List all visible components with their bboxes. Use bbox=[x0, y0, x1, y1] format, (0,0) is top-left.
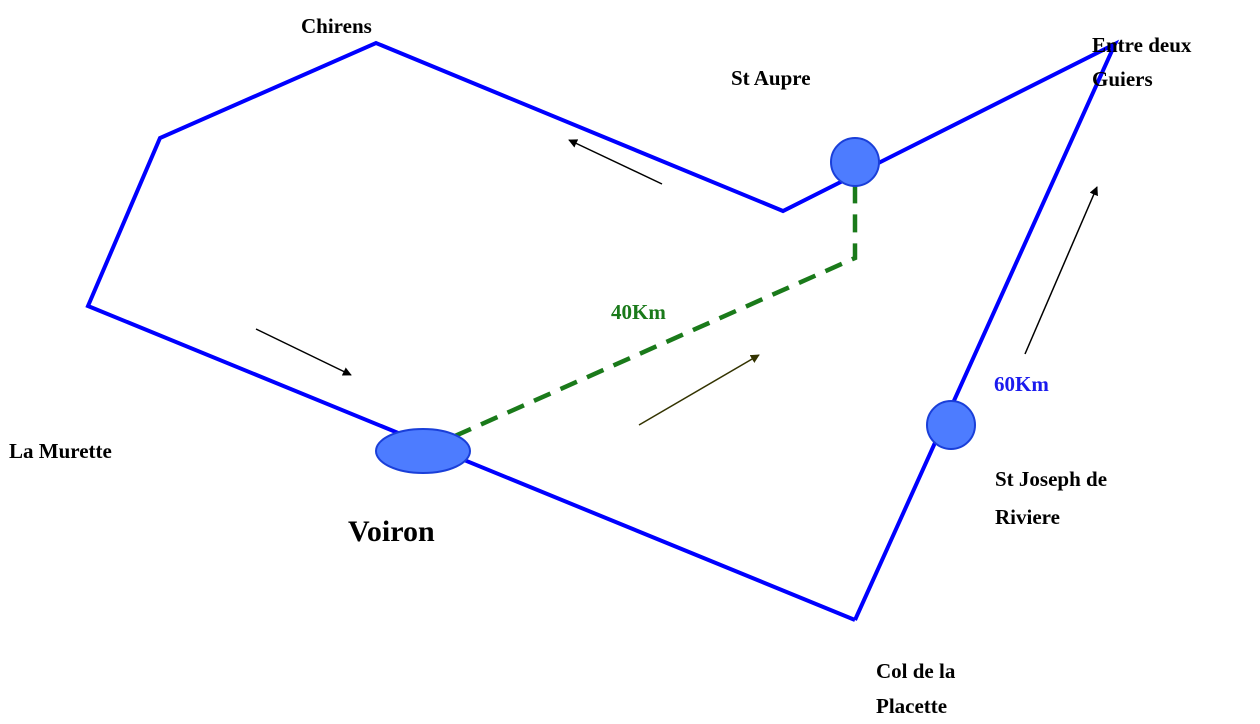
place-label-st-joseph-line1: St Joseph de bbox=[995, 467, 1108, 491]
distance-label-short-route: 40Km bbox=[611, 300, 666, 324]
voiron-marker bbox=[375, 428, 471, 474]
place-label-chirens: Chirens bbox=[301, 14, 372, 38]
distance-label-long-route: 60Km bbox=[994, 372, 1049, 396]
st-aupre-marker bbox=[830, 137, 880, 187]
place-label-la-murette: La Murette bbox=[9, 439, 112, 463]
direction-arrow-north bbox=[1024, 186, 1098, 355]
direction-arrow-northeast bbox=[638, 354, 760, 426]
main-route-line bbox=[85, 39, 1120, 622]
place-label-entre-deux-guiers-line1: Entre deux bbox=[1092, 33, 1192, 57]
place-label-voiron: Voiron bbox=[348, 515, 435, 548]
place-label-entre-deux-guiers-line2: Guiers bbox=[1092, 67, 1153, 91]
st-joseph-marker bbox=[926, 400, 976, 450]
place-label-col-line1: Col de la bbox=[876, 659, 956, 683]
shortcut-route-line bbox=[427, 168, 858, 451]
place-label-st-joseph-line2: Riviere bbox=[995, 505, 1060, 529]
direction-arrow-west bbox=[568, 139, 663, 185]
place-label-col-line2: Placette bbox=[876, 694, 948, 718]
direction-arrow-southeast bbox=[255, 328, 352, 376]
place-label-st-aupre: St Aupre bbox=[731, 66, 811, 90]
